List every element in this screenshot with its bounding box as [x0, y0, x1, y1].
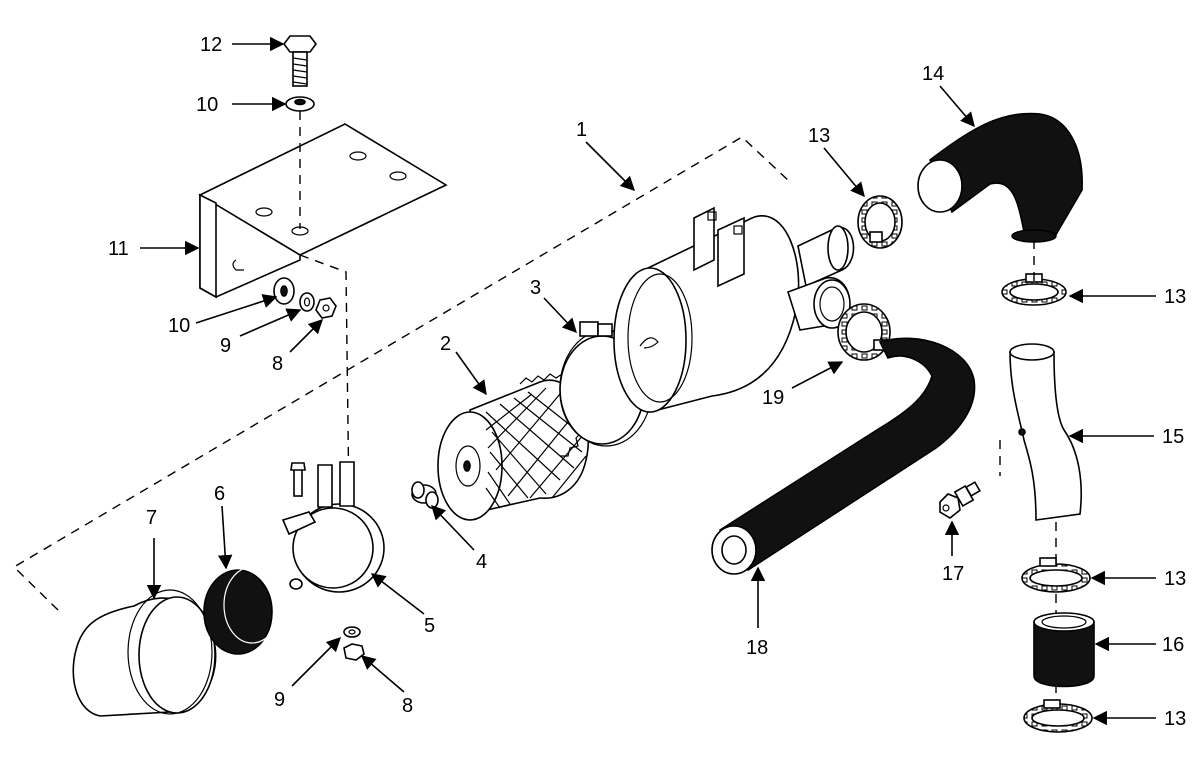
bent-tube-part	[1009, 343, 1083, 521]
air-cleaner-housing-part	[613, 206, 855, 414]
callout-8-lower: 8	[402, 695, 413, 717]
callout-14: 14	[922, 63, 944, 85]
callout-11: 11	[108, 238, 129, 260]
filter-element-part	[437, 373, 590, 521]
long-hose-part	[711, 337, 976, 575]
callout-13-right-1: 13	[1164, 286, 1186, 308]
callout-6: 6	[214, 483, 225, 505]
mounting-bracket-part	[198, 123, 448, 299]
cap-screw-part	[283, 35, 317, 87]
seal-part	[203, 566, 281, 655]
hose-clamp-right-1	[1001, 273, 1067, 306]
callout-19: 19	[762, 387, 784, 409]
hose-clamp-19	[837, 303, 891, 361]
callout-13-right-2: 13	[1164, 568, 1186, 590]
leader-arrows	[140, 36, 1156, 726]
callout-9-side: 9	[220, 335, 231, 357]
lower-fasteners	[343, 626, 365, 661]
hose-clamp-right-3	[1023, 699, 1093, 733]
callout-16: 16	[1162, 634, 1184, 656]
wing-nut-part	[411, 481, 439, 509]
fitting-part	[939, 481, 981, 519]
side-fasteners	[273, 277, 337, 319]
assembly-outline	[12, 136, 791, 611]
callout-9-lower: 9	[274, 689, 285, 711]
hose-clamp-upper-housing	[857, 195, 903, 249]
elbow-hose-part	[917, 112, 1083, 243]
callout-1: 1	[576, 119, 587, 141]
callout-13-housing: 13	[808, 125, 830, 147]
callout-4: 4	[476, 551, 487, 573]
callout-17: 17	[942, 563, 964, 585]
callout-8-side: 8	[272, 353, 283, 375]
callout-2: 2	[440, 333, 451, 355]
washer-upper-part	[285, 96, 315, 112]
callout-3: 3	[530, 277, 541, 299]
callout-10-side: 10	[168, 315, 190, 337]
callout-7: 7	[146, 507, 157, 529]
callout-5: 5	[424, 615, 435, 637]
callout-18: 18	[746, 637, 768, 659]
short-hose-part	[1033, 612, 1095, 688]
hose-clamp-right-2	[1021, 557, 1091, 593]
precleaner-cap-part	[72, 589, 217, 717]
callout-10-upper: 10	[196, 94, 218, 116]
callout-15: 15	[1162, 426, 1184, 448]
callout-labels: 12 10 11 10 9 8 1 2 3 4 5 6 7 9 8 13 14 …	[108, 34, 1186, 730]
mounting-clamp-part	[281, 461, 385, 593]
callout-12: 12	[200, 34, 222, 56]
callout-13-right-3: 13	[1164, 708, 1186, 730]
